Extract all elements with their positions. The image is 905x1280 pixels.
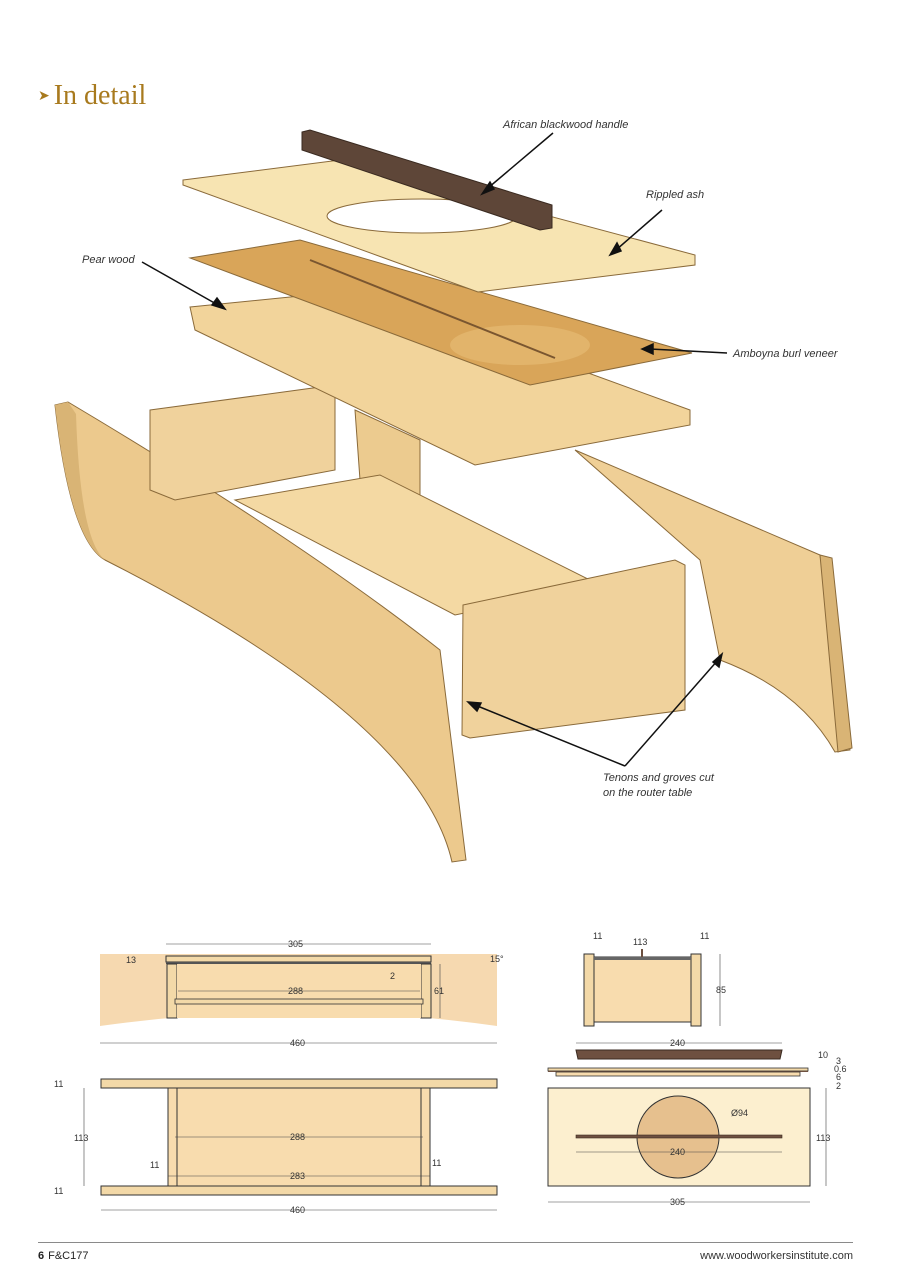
dim-283: 283 [290, 1171, 305, 1181]
callout-amboyna: Amboyna burl veneer [733, 348, 838, 360]
dim-10: 10 [818, 1050, 828, 1060]
plan-view [83, 1078, 498, 1211]
dim-3: 3 [836, 1056, 841, 1066]
dim-460-plan: 460 [290, 1205, 305, 1215]
lid-section [547, 1042, 809, 1077]
dim-305: 305 [288, 939, 303, 949]
callout-pear-wood: Pear wood [82, 254, 135, 266]
dim-15deg: 15° [490, 954, 504, 964]
exploded-illustration [54, 129, 853, 863]
callout-tenons: Tenons and groves cut on the router tabl… [603, 771, 714, 801]
footer-url: www.woodworkersinstitute.com [700, 1250, 853, 1262]
title-bullet-icon: ➤ [38, 89, 50, 104]
dim-6: 6 [836, 1072, 841, 1082]
dim-11-bottom: 11 [54, 1186, 63, 1196]
dim-460: 460 [290, 1038, 305, 1048]
page-title-text: In detail [53, 80, 147, 111]
dim-288: 288 [288, 986, 303, 996]
page-title: ➤ In detail [38, 80, 146, 112]
dim-dia-94: Ø94 [731, 1108, 748, 1118]
dim-305-lid: 305 [670, 1197, 685, 1207]
page-number: 6 [38, 1250, 45, 1262]
callout-tenons-line2: on the router table [603, 787, 693, 799]
dim-11-end-right: 11 [700, 931, 709, 941]
dim-13: 13 [126, 955, 136, 965]
dim-11-top: 11 [54, 1079, 63, 1089]
callout-handle: African blackwood handle [503, 119, 629, 131]
dim-11-end-left: 11 [593, 931, 602, 941]
dim-113-lid: 113 [816, 1133, 830, 1143]
dim-240-slot: 240 [670, 1147, 685, 1157]
dim-240-handle: 240 [670, 1038, 685, 1048]
callout-rippled-ash: Rippled ash [646, 189, 705, 201]
lid-plan [547, 1087, 827, 1203]
dim-2-lip: 2 [836, 1081, 841, 1091]
end-elevation [583, 949, 721, 1027]
callout-tenons-line1: Tenons and groves cut [603, 772, 714, 784]
dim-288-plan: 288 [290, 1132, 305, 1142]
dim-0-6: 0.6 [834, 1064, 847, 1074]
footer-divider [38, 1242, 853, 1243]
dim-11-left: 11 [150, 1160, 159, 1170]
dim-61: 61 [434, 986, 444, 996]
dim-113: 113 [74, 1133, 88, 1143]
front-elevation [100, 943, 497, 1044]
issue-label: F&C177 [48, 1250, 89, 1262]
dim-113-end: 113 [633, 937, 647, 947]
dim-11-right: 11 [432, 1158, 441, 1168]
dim-2: 2 [390, 971, 395, 981]
dim-85: 85 [716, 985, 726, 995]
